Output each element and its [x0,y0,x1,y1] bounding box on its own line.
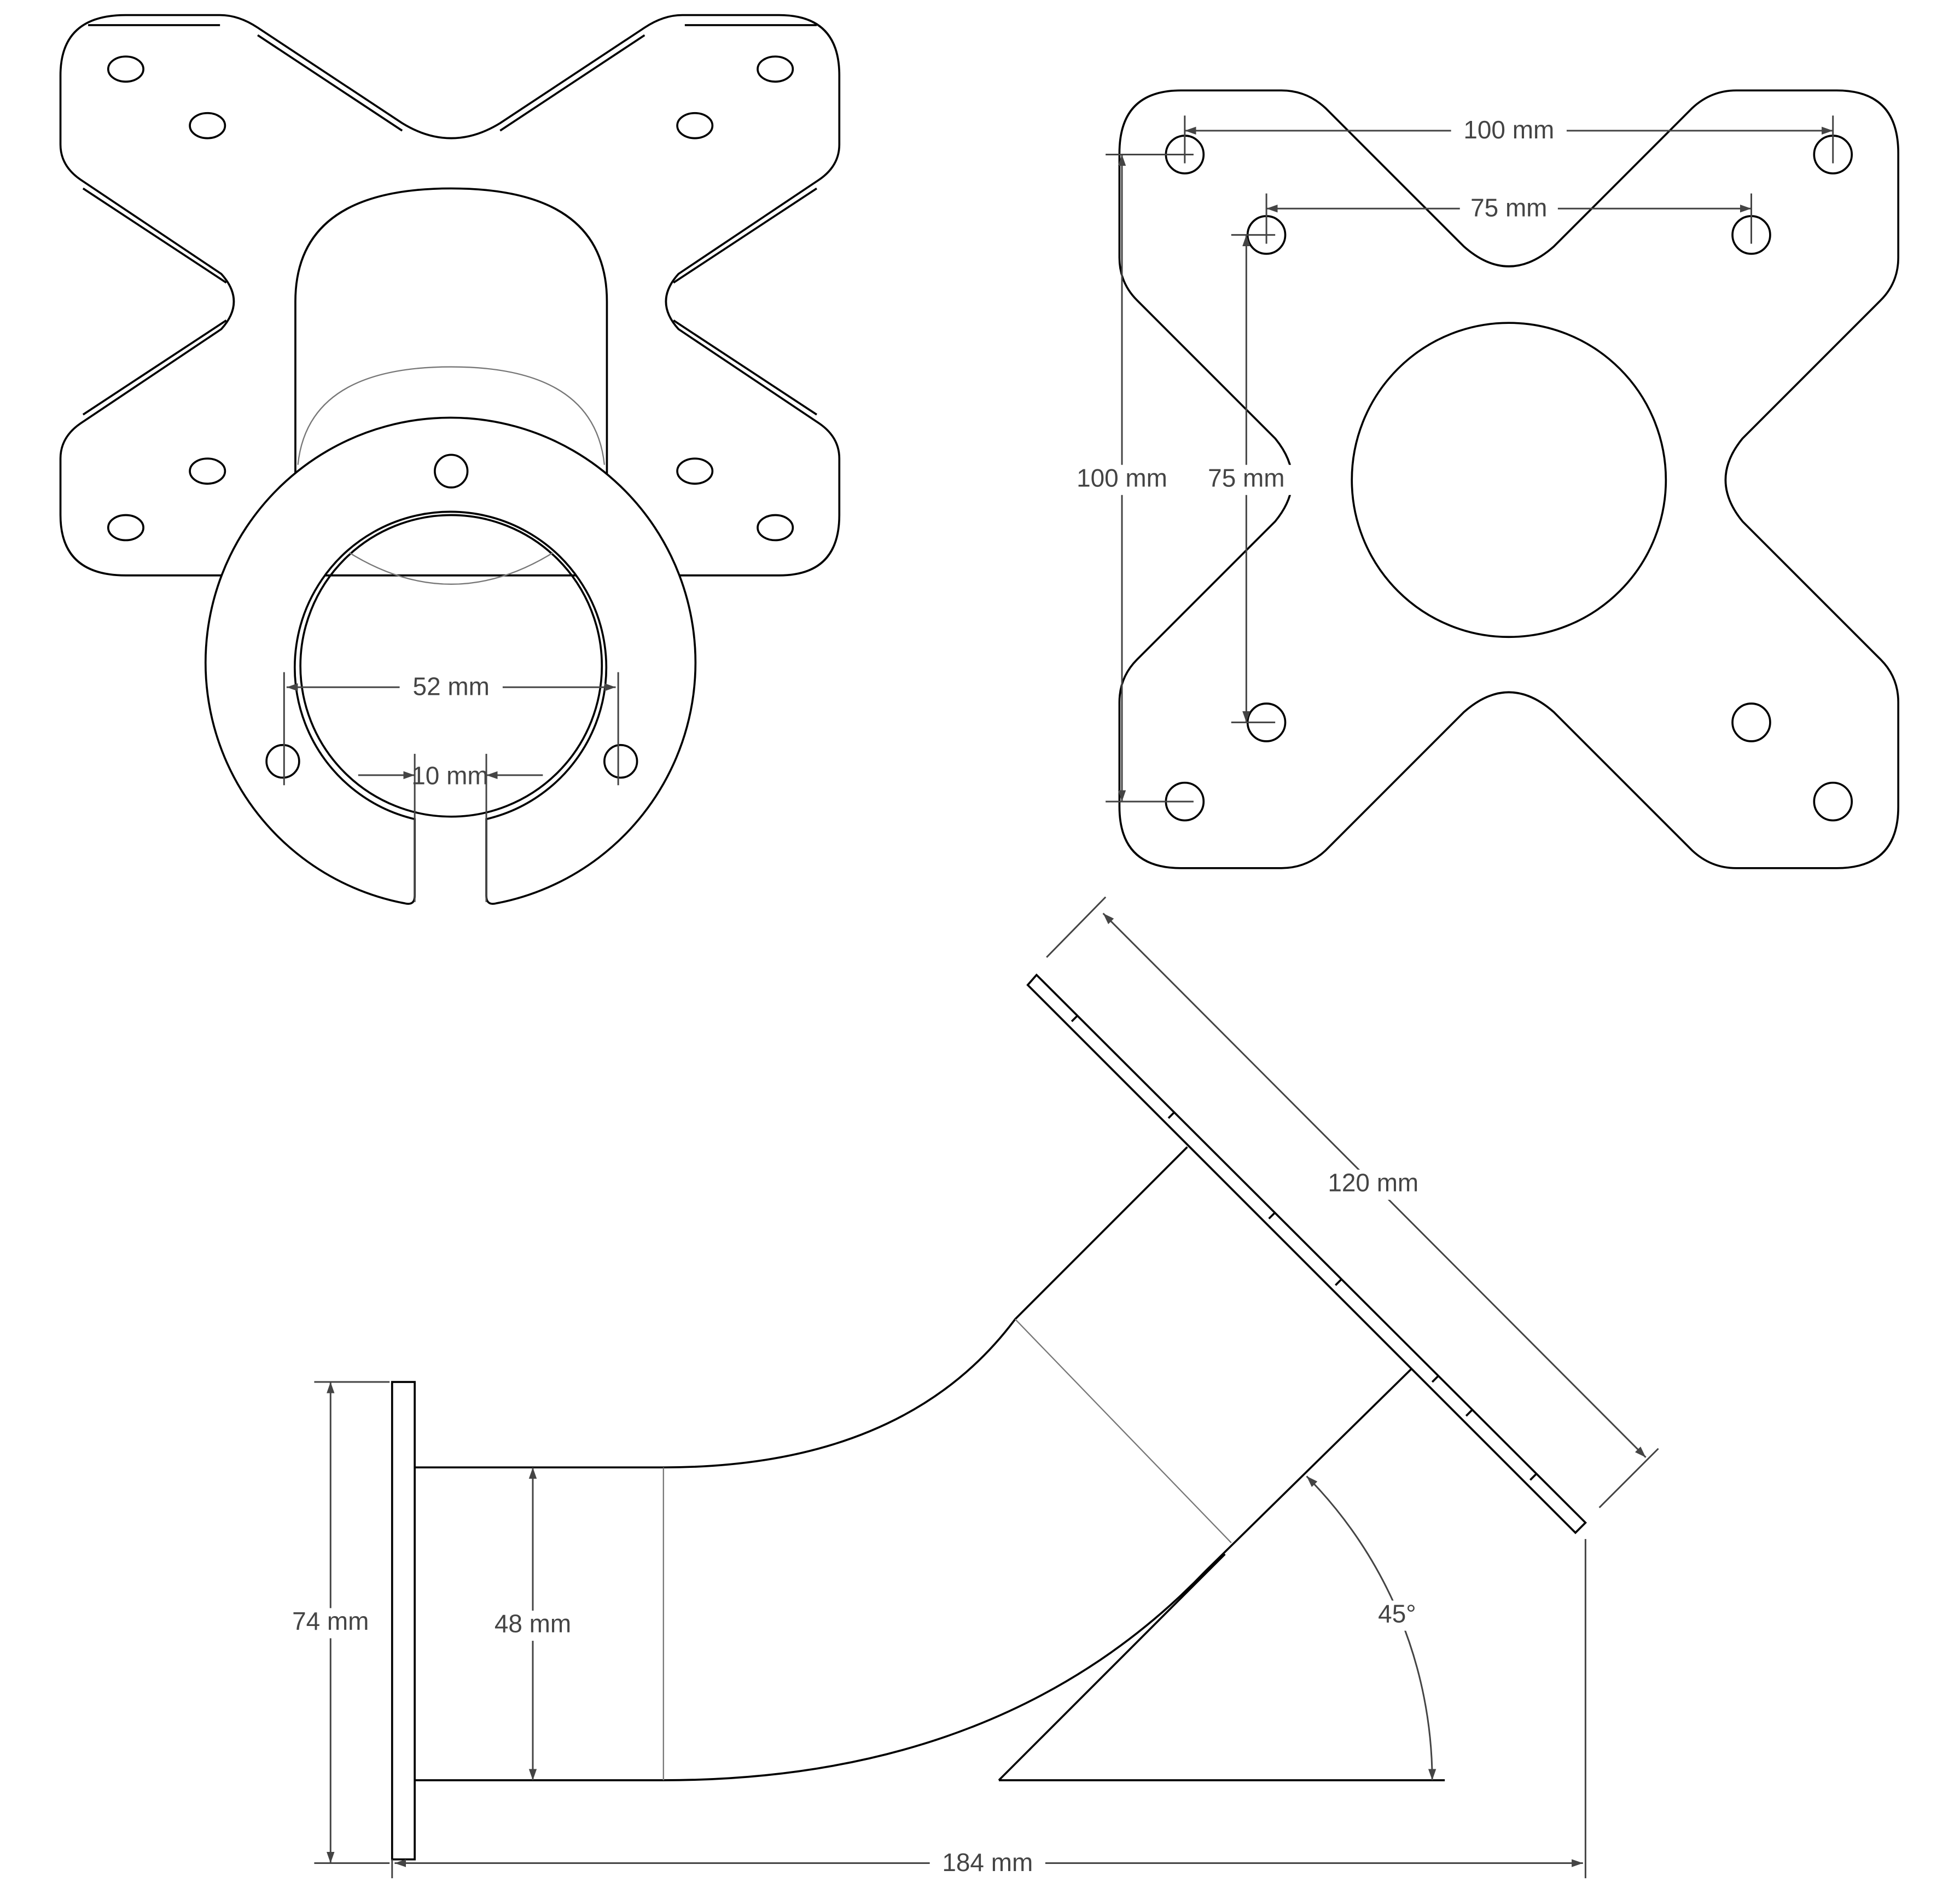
plate-thickness-lines [82,24,817,416]
dimension-120mm: 120 mm [1046,896,1659,1508]
dim-label: 75 mm [1470,194,1547,222]
tube-body [415,1146,1412,1781]
dim-label: 184 mm [942,1848,1033,1877]
side-view: 74 mm 48 mm 184 mm 120 mm 45° [283,896,1659,1879]
tube [294,187,608,504]
dimension-75mm-vertical: 75 mm [1199,234,1294,723]
ring-hole-right [603,743,638,779]
center-cutout [1351,322,1667,638]
tube-seam-angled [1014,1318,1232,1543]
dimension-52mm: 52 mm [283,672,619,786]
dimension-10mm: 10 mm [358,753,543,902]
angle-reference-lines [998,1553,1445,1781]
ring-hole-top [434,454,469,489]
angled-plate [1026,973,1587,1535]
ring-hole-left [265,743,300,779]
wall-flange [391,1381,416,1861]
dim-label: 45° [1378,1599,1416,1628]
dim-label: 10 mm [411,762,488,790]
tube-hidden-arc [349,552,554,585]
dim-label: 75 mm [1208,463,1284,492]
dimension-74mm: 74 mm [283,1381,390,1864]
dim-label: 100 mm [1463,115,1554,144]
dim-label: 52 mm [413,672,490,701]
ring-view: 52 mm 10 mm [59,14,841,905]
dimension-75mm-horizontal: 75 mm [1265,194,1752,244]
tube-inner-arc [297,366,606,465]
dim-label: 48 mm [495,1610,571,1638]
vesa-plate-view: 100 mm 75 mm 100 mm 75 mm [1068,89,1900,869]
dim-label: 100 mm [1077,463,1167,492]
dim-label: 74 mm [292,1607,369,1635]
dimension-100mm-horizontal: 100 mm [1184,115,1834,164]
dimension-48mm: 48 mm [485,1467,581,1780]
dimension-45-degrees: 45° [1306,1476,1436,1780]
dim-label: 120 mm [1328,1169,1418,1197]
ring-inner-edge [299,514,603,818]
dimension-100mm-vertical: 100 mm [1068,153,1194,803]
dimension-184mm: 184 mm [391,1539,1586,1879]
ring-collar [204,416,697,905]
plate-holes [107,55,794,542]
